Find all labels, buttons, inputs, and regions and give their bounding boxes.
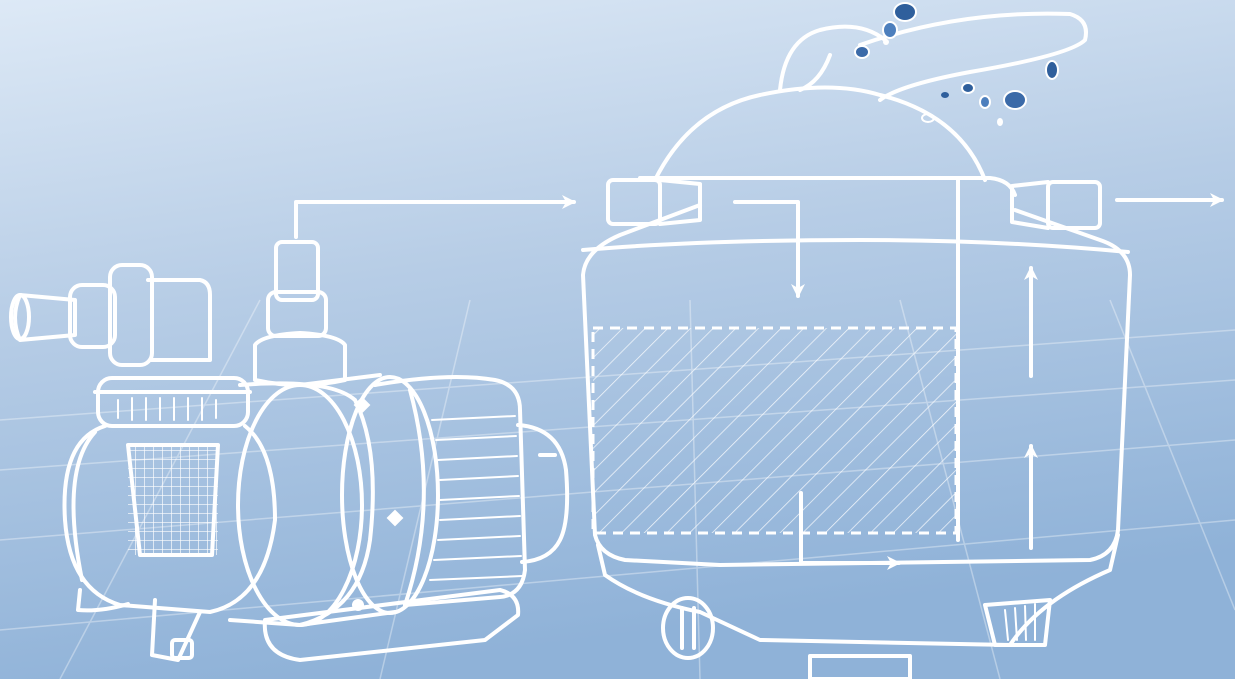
strainer-basket-mesh	[128, 445, 218, 555]
filter-media-bed	[593, 328, 956, 533]
